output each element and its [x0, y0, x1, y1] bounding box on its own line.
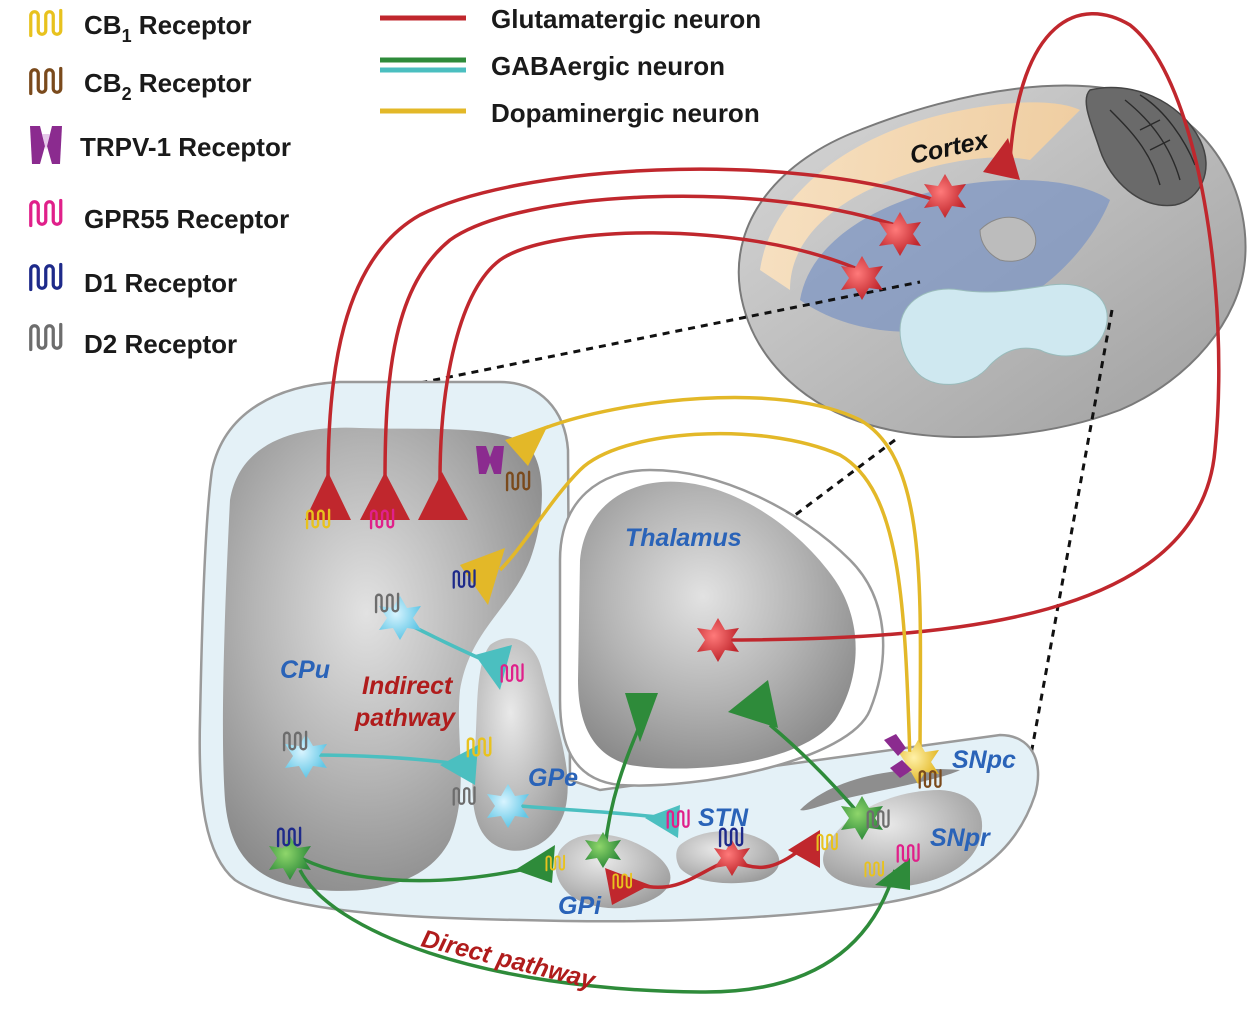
snpc-label: SNpc [952, 746, 1016, 774]
gabaergic-terminal-thalamus-2 [728, 680, 778, 728]
snpr-to-thalamus-line [768, 723, 862, 817]
gpi-to-thalamus-line [603, 724, 642, 849]
snpc-dopaminergic-neuron [897, 740, 939, 784]
trpv1-receptor-icon [30, 126, 62, 164]
dopaminergic-terminal-lower [460, 548, 505, 605]
indirect-pathway-label-line1: Indirect [362, 672, 454, 700]
legend-gpr55-label: GPR55 Receptor [84, 204, 289, 234]
gabaergic-direct-projections [294, 723, 897, 994]
legend-trpv1-label: TRPV-1 Receptor [80, 132, 291, 162]
gpr55-receptor-icon [29, 198, 63, 228]
d1-receptor-icon [29, 262, 63, 292]
ventricle-region [899, 283, 1108, 385]
trpv1-receptor-icon [884, 734, 912, 778]
d2-receptor-icon [29, 322, 63, 352]
legend-cb2-label: CB2 Receptor [84, 68, 252, 104]
gabaergic-terminal-stn [645, 805, 680, 838]
hippocampus-region [979, 216, 1037, 262]
gabaergic-terminal-snpr [875, 858, 910, 890]
legend: CB1 Receptor CB2 Receptor TRPV-1 Recepto… [29, 4, 761, 359]
snpr-label: SNpr [930, 824, 991, 852]
gpi-neuron [585, 832, 621, 868]
gpi-label: GPi [558, 892, 602, 920]
thalamus-neuron [697, 618, 739, 662]
region-labels: Thalamus CPu GPe GPi STN SNpc SNpr [280, 524, 1016, 920]
legend-gabaergic-label: GABAergic neuron [491, 51, 725, 81]
trpv1-receptor-icon [476, 446, 504, 474]
cortex-neuron-2 [879, 212, 921, 256]
dopaminergic-projections [498, 395, 923, 761]
cpu-region [222, 427, 542, 891]
gabaergic-terminal-thalamus-1 [625, 693, 658, 742]
cb2-receptor-icon [29, 66, 63, 96]
cpu-direct-neuron [269, 836, 311, 880]
legend-glutamatergic-label: Glutamatergic neuron [491, 4, 761, 34]
cpu-indirect-neuron-1 [379, 596, 421, 640]
cortex-neuron-3 [841, 256, 883, 300]
snpc-to-cpu-upper-line [544, 395, 923, 761]
glutamatergic-terminal-snpr [788, 830, 820, 868]
cortex-to-cpu-line-2 [383, 194, 896, 481]
cerebellum-folia [1109, 94, 1196, 186]
dopaminergic-terminal-upper [505, 425, 548, 466]
snpc-to-cpu-lower-line [498, 431, 912, 761]
thalamus-to-cortex-line [719, 11, 1221, 642]
legend-d1-label: D1 Receptor [84, 268, 237, 298]
gabaergic-terminal-gpi [515, 845, 555, 883]
cb1-receptor-icon [29, 8, 63, 38]
glutamatergic-projections [326, 11, 1221, 890]
cortex-neuron-1 [924, 174, 966, 218]
snpr-neuron [841, 796, 883, 840]
gpe-to-stn-line [509, 803, 666, 820]
gpe-label: GPe [528, 764, 578, 792]
glutamatergic-terminal-2 [360, 472, 410, 520]
stn-neuron [714, 840, 750, 876]
legend-d2-label: D2 Receptor [84, 329, 237, 359]
glutamatergic-terminal-3 [418, 472, 468, 520]
glutamatergic-terminal-cortex [983, 138, 1020, 180]
cortex-to-cpu-line-3 [438, 231, 856, 481]
gpe-neuron [487, 784, 529, 828]
cpu-label: CPu [280, 656, 330, 684]
legend-dopaminergic-label: Dopaminergic neuron [491, 98, 760, 128]
stn-label: STN [698, 804, 749, 832]
thalamus-label: Thalamus [625, 524, 742, 552]
indirect-pathway-label-line2: pathway [354, 704, 456, 732]
neuron-somas [269, 174, 966, 880]
glutamatergic-terminal-1 [305, 472, 351, 520]
cpu-to-snpr-line [298, 869, 897, 994]
legend-cb1-label: CB1 Receptor [84, 10, 252, 46]
cpu-to-gpi-line [294, 853, 521, 883]
cpu-indirect-neuron-2 [285, 734, 327, 778]
brain-sagittal-illustration: Cortex [737, 84, 1247, 438]
axon-terminals [305, 138, 1020, 905]
cortex-to-cpu-line-1 [326, 167, 936, 481]
receptor-markers [276, 446, 942, 890]
